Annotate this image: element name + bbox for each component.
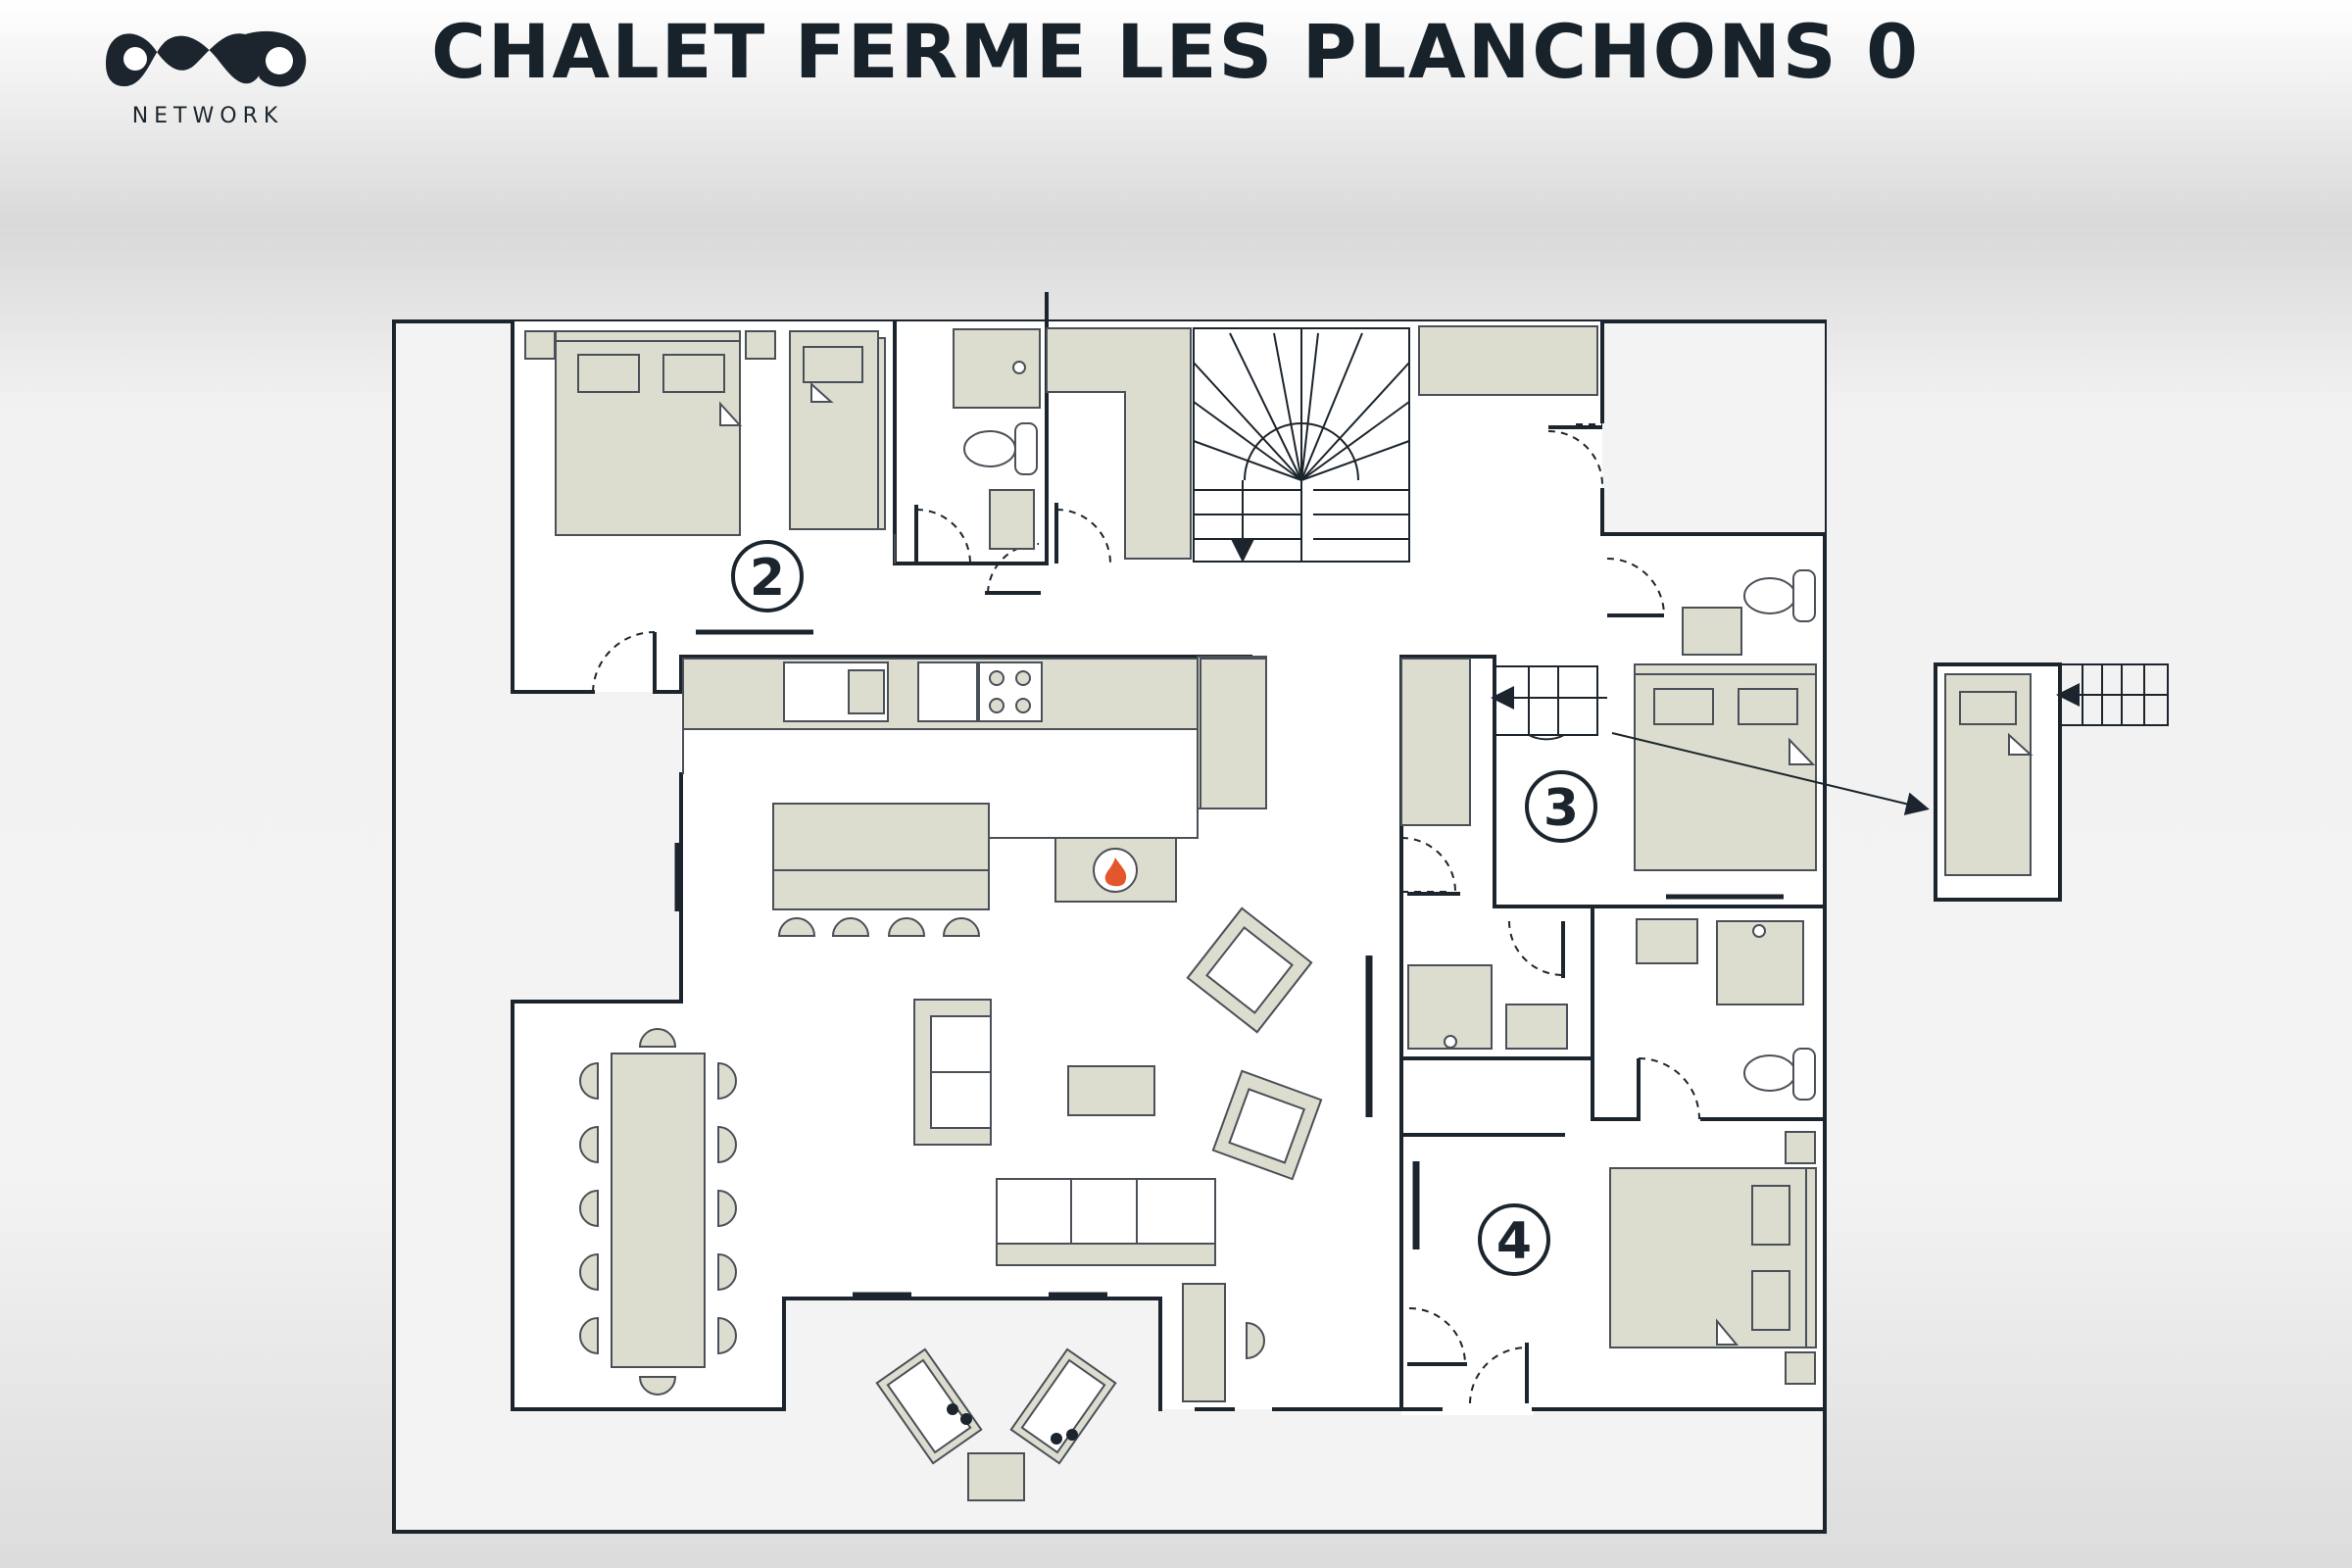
room-3-number: 3 (1544, 779, 1579, 838)
kitchen-island (772, 803, 990, 871)
mezzanine-bed (1934, 662, 2169, 902)
dining-area (579, 1028, 1265, 1402)
logo-mark: NETWORK (106, 30, 307, 128)
bedroom-4-furniture (1609, 1131, 1817, 1385)
bedroom-3-furniture (1634, 663, 1817, 871)
oven (917, 662, 978, 722)
desk (1182, 1283, 1226, 1402)
room-2-badge (731, 540, 804, 612)
direction-arrow-icon (1611, 732, 1930, 815)
shower-icon (1407, 964, 1493, 1050)
page-title: CHALET FERME LES PLANCHONS 0 (431, 8, 1920, 95)
kitchen (682, 658, 1267, 910)
staircase-icon (1193, 327, 1410, 563)
bar-stools (777, 917, 981, 937)
room-4-number: 4 (1496, 1212, 1532, 1271)
toilet-icon (1743, 577, 1796, 614)
outdoor-corner (1602, 323, 1825, 534)
coffee-table (1067, 1065, 1155, 1116)
sink-icon (989, 489, 1035, 550)
bathroom-fixtures (1407, 569, 1816, 1101)
walls (511, 292, 1827, 1411)
shower (953, 328, 1041, 409)
logo-text: NETWORK (132, 104, 284, 127)
network-logo: NETWORK (98, 10, 318, 128)
living-room (913, 906, 1323, 1266)
bedroom-2-furniture (524, 330, 886, 536)
sink-icon (1636, 918, 1698, 964)
sunglasses-icon (947, 1403, 1078, 1445)
sliding-doors (674, 774, 1420, 1300)
storage-cupboards (1046, 325, 1598, 826)
sink-icon (1682, 607, 1742, 656)
terrace-furniture (875, 1348, 1117, 1501)
wc-fixtures (953, 328, 1041, 550)
side-table (967, 1452, 1025, 1501)
door-leaves (653, 425, 1664, 1403)
room-4-badge (1478, 1203, 1550, 1276)
stove-icon (978, 662, 1043, 722)
toilet-icon (1743, 1054, 1796, 1092)
fireplace-flame-icon (1104, 858, 1127, 887)
sink-icon (1505, 1004, 1568, 1050)
toilet-icon (963, 430, 1016, 467)
staircase-icon (1491, 665, 1607, 741)
dining-table (611, 1053, 706, 1368)
kitchen-wall (682, 729, 1199, 839)
room-3-badge (1525, 770, 1597, 843)
room-2-number: 2 (750, 549, 785, 608)
